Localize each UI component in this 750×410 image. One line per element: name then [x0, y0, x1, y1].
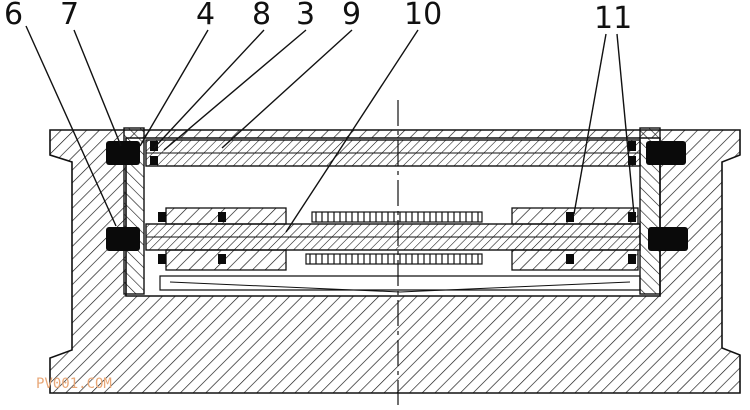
upper-spring — [311, 211, 483, 223]
callout-8: 8 — [252, 0, 271, 32]
callout-10: 10 — [404, 0, 442, 32]
lower-spring — [305, 253, 483, 265]
callout-3: 3 — [296, 0, 315, 32]
callout-11: 11 — [594, 1, 632, 36]
right-side-wall — [639, 127, 661, 295]
left-side-wall — [123, 127, 145, 295]
callout-6: 6 — [4, 0, 23, 32]
callout-7: 7 — [60, 0, 79, 32]
right-lower-block — [511, 249, 639, 271]
callout-4: 4 — [196, 0, 215, 32]
leader-lines — [25, 25, 635, 233]
callout-9: 9 — [342, 0, 361, 32]
main-seals — [106, 141, 688, 251]
bottom-base-plate — [159, 275, 641, 291]
watermark-text: PV001.COM — [36, 376, 112, 392]
block-seals — [158, 212, 636, 264]
